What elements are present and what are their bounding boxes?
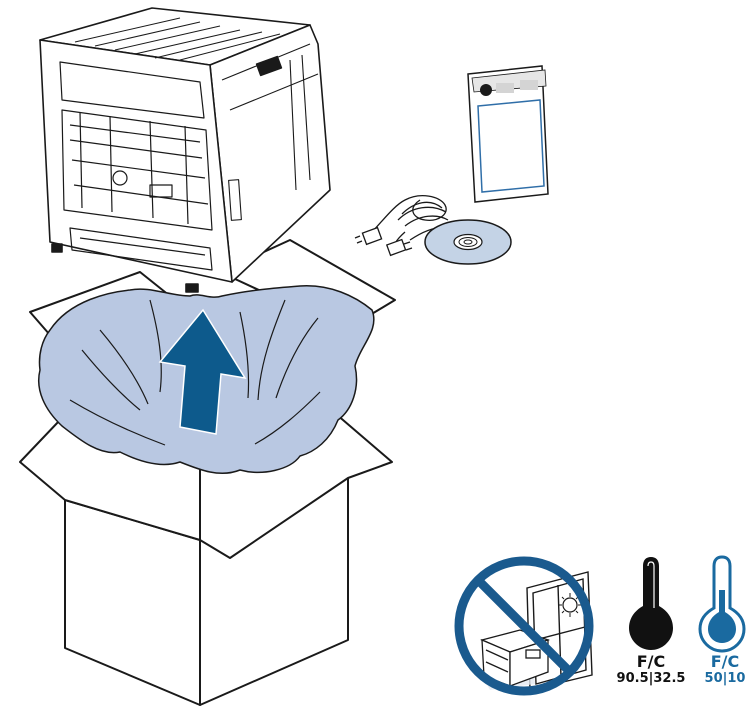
cold-range-label: 50|10 [704, 671, 746, 686]
printer-icon [39, 7, 331, 293]
hot-range-label: 90.5|32.5 [616, 671, 686, 686]
hot-thermometer-label: F/C 90.5|32.5 [596, 652, 706, 686]
cold-thermometer-label: F/C 50|10 [690, 652, 752, 686]
hot-unit-label: F/C [636, 652, 666, 671]
sun-icon [558, 593, 582, 617]
cd-icon [424, 219, 512, 265]
cold-unit-label: F/C [710, 652, 740, 671]
small-printer-icon [480, 629, 551, 687]
hot-thermometer-icon [629, 557, 673, 650]
manual-icon [467, 65, 549, 203]
no-direct-sunlight-icon [453, 555, 595, 697]
lift-arrow [158, 308, 247, 435]
power-cord-icon [354, 195, 449, 257]
cold-thermometer-icon [698, 555, 746, 653]
hp-logo-icon [480, 84, 492, 96]
